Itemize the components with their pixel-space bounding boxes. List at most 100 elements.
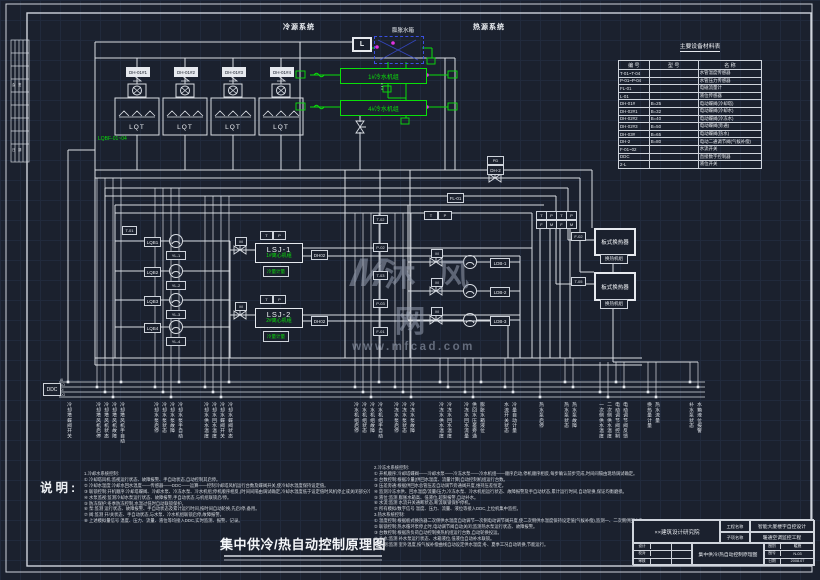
bus-terminal-tick [409, 395, 413, 399]
green-sensor-box [295, 70, 306, 79]
ddc-point-label: 换热量计量 [646, 402, 651, 428]
pump-icon [169, 293, 183, 307]
cooling-tower [114, 74, 160, 136]
note-line: ④ 监测冷冻水供、回水温度/流量/压力,冷冻水泵、冷水机组运行状态、故障报警及手… [374, 488, 627, 494]
title-block-drawing-title: 集中供冷/热自动控制原理图 [691, 542, 765, 566]
signature-row: 设计 [634, 543, 692, 552]
bus-terminal-tick [95, 385, 99, 389]
chiller-unit-1: 1#冷水机组 [340, 68, 427, 84]
instrument-tag: DH02 [311, 316, 328, 326]
lsj1-name: 1#离心机组 [266, 253, 292, 260]
note-line: ⑦ 阀:监测 开/关状态、手自动状态,与水泵、冷水机组联锁启停,故障报警。 [84, 512, 224, 518]
signature-row: 审核 [634, 557, 692, 565]
pump-icon [169, 264, 183, 278]
bus-terminal-tick [377, 380, 381, 384]
bus-terminal-tick [103, 390, 107, 394]
legend-title: 主要设备材料表 [640, 41, 760, 52]
pipe-network [59, 41, 705, 561]
ddc-point-label: 冷却水蝶阀开关 [219, 402, 224, 439]
ddc-point-label: 冷冻水供水温度 [438, 402, 443, 439]
note-line: ④ 补水:监测 补水泵运行状态、水箱液位,低液位自动补水联锁。 [374, 535, 495, 541]
instrument-tag: YL-1 [166, 251, 186, 260]
bus-terminal-tick [606, 395, 610, 399]
bus-terminal-tick [227, 380, 231, 384]
heat-system-label: 热源系统 [473, 24, 505, 31]
ddc-point-label: 二次侧供水温度 [606, 402, 611, 439]
ddc-bus-row-label: AI [60, 377, 64, 382]
ddc-bus-row-label: DO [60, 392, 66, 397]
instrument-tag: M [235, 302, 247, 311]
ddc-point-label: 热水泵状态 [563, 402, 568, 428]
bus-terminal-tick [571, 385, 575, 389]
bus-terminal-tick [479, 380, 483, 384]
cooling-tower [210, 74, 256, 136]
cooling-tower-group-tag: LQBF-01~04 [98, 136, 127, 142]
pump-icon [463, 313, 477, 327]
instrument-tag: P [438, 211, 452, 220]
bus-terminal-tick [66, 380, 70, 384]
instrument-tag: DH-01#1 [126, 67, 150, 77]
ddc-point-label: 冷水机组手自动 [377, 402, 382, 439]
note-line: ⑤ 液位:监测 膨胀水箱高、低液位,超限报警,自动补水。 [374, 494, 479, 500]
title-block-signatures: 设计校对审核 [633, 542, 693, 566]
bus-terminal-tick [598, 390, 602, 394]
instrument-tag: M [431, 307, 443, 316]
instrument-tag: YL-4 [166, 337, 186, 346]
note-line: ⑧ 上述模拟量信号 温度、压力、流量、液位等均接入DDC,实时监测、报警、记录。 [84, 518, 243, 524]
ddc-point-label: 冷却水回水温度 [211, 402, 216, 439]
bus-terminal-tick [563, 380, 567, 384]
green-sensor-box [426, 57, 436, 65]
title-block-org: ××建筑设计研究院 [633, 520, 721, 544]
bus-terminal-tick [646, 390, 650, 394]
instrument-tag: P [273, 295, 286, 304]
instrument-tag: LDB-1 [490, 258, 510, 268]
cooling-tower-label: LQT [225, 124, 241, 131]
instrument-tag: T [260, 295, 273, 304]
level-instrument-box: L [352, 37, 372, 52]
bus-terminal-tick [177, 380, 181, 384]
instrument-tag: T-01 [122, 226, 137, 235]
ddc-point-label: 冷却水泵启停 [153, 402, 158, 434]
ddc-point-label: 冷冻水泵状态 [401, 402, 406, 434]
note-line: ⑥ 水流:监测 水流开关通断状态,断流联锁保护停机。 [374, 500, 473, 506]
watermark-brand: 沐 风 网 [384, 258, 476, 339]
ddc-point-label: 热水泵启停 [538, 402, 543, 428]
cooling-tower-label: LQT [129, 124, 145, 131]
instrument-tag: T [424, 211, 438, 220]
notes-column-2: 2.冷冻水系统控制:① 开机顺序:冷却塔蝶阀——冷却水泵——冷冻水泵——冷水机组… [374, 465, 642, 548]
ddc-point-label: 冷却水蝶阀状态 [227, 402, 232, 439]
expansion-tank-label: 膨胀水箱 [392, 28, 415, 34]
green-sensor-box [382, 85, 392, 93]
ddc-point-label: 水流开关状态 [503, 402, 508, 434]
bus-terminal-tick [654, 395, 658, 399]
note-line: ④ 水泵监视:监测冷却水泵运行状态、故障报警,手自动状态,与机组联锁启/停。 [84, 494, 232, 500]
bus-terminal-tick [369, 395, 373, 399]
bus-terminal-tick [353, 385, 357, 389]
ddc-point-label: 水箱液位报警 [696, 402, 701, 434]
ddc-point-label: 冷却水供水温度 [203, 402, 208, 439]
note-line: ② 台数控制:根据冷量(供回水温度、流量计算)自动控制机组运行台数。 [374, 476, 508, 482]
bus-terminal-tick [153, 385, 157, 389]
instrument-tag: P-03 [373, 299, 388, 308]
ddc-bus-row-label: DI [60, 387, 64, 392]
watermark: M沐 风 网 www.mfcad.com [326, 250, 501, 353]
note-line: ① 温度控制:根据板式换热器二次侧供水温度自动调节一次侧电动调节阀开度,使二次侧… [374, 518, 642, 524]
project-name-value: 智能大厦楼宇自控设计 [749, 520, 815, 533]
cold-system-label: 冷源系统 [283, 24, 315, 31]
ddc-point-label: 冷水机组启停 [353, 402, 358, 434]
notes-heading: 说明: [40, 481, 79, 495]
instrument-tag: M [431, 278, 443, 287]
instrument-tag: P [273, 231, 286, 240]
green-sensor-box [295, 102, 306, 111]
bus-terminal-tick [211, 390, 215, 394]
